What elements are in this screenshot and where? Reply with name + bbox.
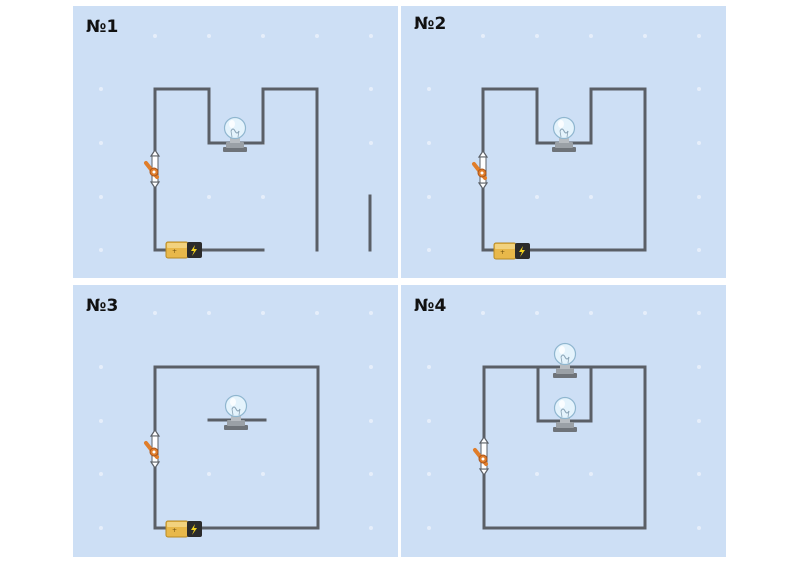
panel-3-label: №3 [86,296,118,316]
circuit-panel-2: №2 [401,6,726,278]
panel-4-grid-dots [427,311,701,530]
battery-icon [165,520,203,538]
panel-2-wire [481,87,647,252]
lightbulb-icon [552,396,578,433]
panel-4-label: №4 [414,296,446,316]
circuit-panel-4: №4 [401,285,726,557]
panel-3-grid-dots [99,311,373,530]
circuit-panel-1: №1 [73,6,398,278]
lightbulb-icon [223,394,249,431]
lightbulb-icon [222,116,248,153]
panel-1-label: №1 [86,17,118,37]
panel-2-grid-dots [427,34,701,252]
battery-icon [165,241,203,259]
panel-2-label: №2 [414,14,446,34]
lightbulb-icon [551,116,577,153]
lightbulb-icon [552,342,578,379]
circuit-panel-3: №3 [73,285,398,557]
battery-icon [493,242,531,260]
